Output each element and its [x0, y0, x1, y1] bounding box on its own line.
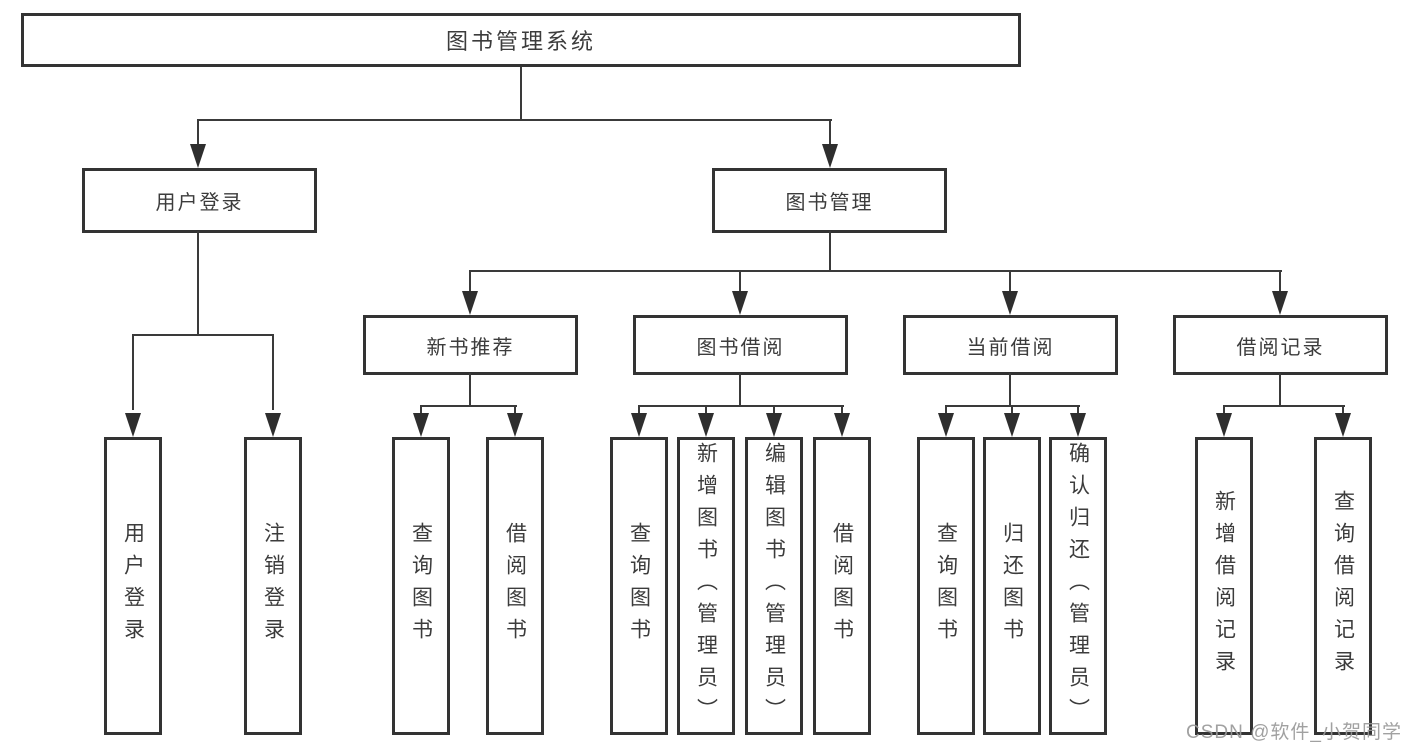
connector-line [469, 373, 471, 407]
connector-line [469, 270, 1282, 272]
arrowhead-down-icon [732, 291, 748, 315]
leaf-borrowing-query-books: 查询图书 [610, 437, 668, 735]
connector-line [469, 270, 471, 295]
node-library-management-system: 图书管理系统 [21, 13, 1021, 67]
connector-line [420, 405, 422, 417]
node-borrowing-records: 借阅记录 [1173, 315, 1388, 375]
arrowhead-down-icon [125, 413, 141, 437]
leaf-user-login: 用户登录 [104, 437, 162, 735]
arrowhead-down-icon [834, 413, 850, 437]
node-label: 图书管理 [785, 192, 874, 214]
node-user-login: 用户登录 [82, 168, 317, 233]
leaf-current-query-books: 查询图书 [917, 437, 975, 735]
connector-line [1009, 373, 1011, 407]
connector-line [841, 405, 843, 417]
connector-line [739, 373, 741, 407]
leaf-logout-login: 注销登录 [244, 437, 302, 735]
connector-line [739, 270, 741, 295]
leaf-add-book-admin: 新增图书（管理员） [677, 437, 735, 735]
connector-line [1009, 270, 1011, 295]
connector-line [829, 231, 831, 272]
node-label: 新增借阅记录 [1212, 490, 1236, 682]
connector-line [1223, 405, 1225, 417]
connector-line [272, 334, 274, 410]
node-label: 图书管理系统 [445, 29, 596, 54]
node-label: 查询图书 [627, 522, 651, 650]
connector-line [638, 405, 640, 417]
node-label: 用户登录 [155, 192, 244, 214]
connector-line [638, 405, 844, 407]
connector-line [197, 119, 199, 149]
connector-line [132, 334, 274, 336]
leaf-edit-book-admin: 编辑图书（管理员） [745, 437, 803, 735]
arrowhead-down-icon [1004, 413, 1020, 437]
connector-line [1342, 405, 1344, 417]
connector-line [520, 67, 522, 120]
arrowhead-down-icon [938, 413, 954, 437]
leaf-recommend-query-books: 查询图书 [392, 437, 450, 735]
arrowhead-down-icon [1335, 413, 1351, 437]
arrowhead-down-icon [822, 144, 838, 168]
node-label: 查询借阅记录 [1331, 490, 1355, 682]
arrowhead-down-icon [1216, 413, 1232, 437]
leaf-add-borrow-record: 新增借阅记录 [1195, 437, 1253, 735]
leaf-return-books: 归还图书 [983, 437, 1041, 735]
node-label: 查询图书 [409, 522, 433, 650]
node-label: 图书借阅 [696, 336, 785, 359]
node-book-borrowing: 图书借阅 [633, 315, 848, 375]
arrowhead-down-icon [1272, 291, 1288, 315]
watermark: CSDN @软件_小贺同学 [1186, 722, 1402, 743]
node-book-management: 图书管理 [712, 168, 947, 233]
node-label: 新书推荐 [426, 336, 515, 359]
node-current-borrowing: 当前借阅 [903, 315, 1118, 375]
arrowhead-down-icon [1002, 291, 1018, 315]
connector-line [945, 405, 947, 417]
node-label: 注销登录 [261, 522, 285, 650]
arrowhead-down-icon [1070, 413, 1086, 437]
arrowhead-down-icon [413, 413, 429, 437]
node-label: 借阅记录 [1236, 336, 1325, 359]
connector-line [1279, 373, 1281, 407]
connector-line [514, 405, 516, 417]
node-label: 查询图书 [934, 522, 958, 650]
arrowhead-down-icon [631, 413, 647, 437]
connector-line [705, 405, 707, 417]
arrowhead-down-icon [190, 144, 206, 168]
node-label: 当前借阅 [966, 336, 1055, 359]
connector-line [420, 405, 517, 407]
node-new-book-recommendation: 新书推荐 [363, 315, 578, 375]
connector-line [773, 405, 775, 417]
leaf-confirm-return-admin: 确认归还（管理员） [1049, 437, 1107, 735]
arrowhead-down-icon [766, 413, 782, 437]
node-label: 借阅图书 [830, 522, 854, 650]
connector-line [1011, 405, 1013, 417]
arrowhead-down-icon [698, 413, 714, 437]
connector-line [829, 119, 831, 149]
arrowhead-down-icon [507, 413, 523, 437]
leaf-query-borrow-record: 查询借阅记录 [1314, 437, 1372, 735]
connector-line [1279, 270, 1281, 295]
node-label: 用户登录 [121, 522, 145, 650]
arrowhead-down-icon [265, 413, 281, 437]
node-label: 借阅图书 [503, 522, 527, 650]
connector-line [1077, 405, 1079, 417]
node-label: 确认归还（管理员） [1066, 442, 1090, 730]
leaf-borrowing-borrow-books: 借阅图书 [813, 437, 871, 735]
connector-line [1223, 405, 1345, 407]
leaf-recommend-borrow-books: 借阅图书 [486, 437, 544, 735]
arrowhead-down-icon [462, 291, 478, 315]
connector-line [132, 334, 134, 410]
node-label: 归还图书 [1000, 522, 1024, 650]
node-label: 新增图书（管理员） [694, 442, 718, 730]
node-label: 编辑图书（管理员） [762, 442, 786, 730]
connector-line [197, 119, 832, 121]
connector-line [197, 231, 199, 336]
